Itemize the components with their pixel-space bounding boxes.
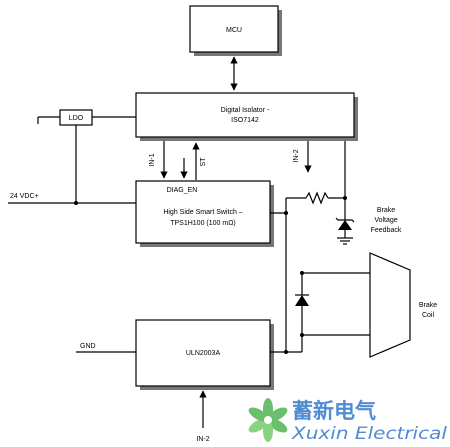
st-label: ST — [200, 157, 207, 167]
coil-label-line1: Brake — [419, 302, 437, 309]
vdc-label: 24 VDC+ — [10, 193, 39, 200]
in2-label-top: IN-2 — [293, 149, 300, 162]
feedback-label-line3: Feedback — [371, 227, 402, 234]
feedback-resistor — [305, 191, 329, 205]
flyback-diode — [295, 273, 309, 335]
uln-label: ULN2003A — [186, 350, 221, 357]
in2-label-bottom: IN-2 — [196, 436, 209, 443]
xuxin-logo: 蓄新电气 Xuxin Electrical — [248, 398, 447, 444]
high-side-switch-block: DIAG_EN High Side Smart Switch – TPS1H10… — [135, 180, 274, 247]
vdc-node — [74, 201, 78, 205]
coil-label-line2: Coil — [422, 312, 435, 319]
mcu-block: MCU — [189, 5, 282, 56]
brake-coil — [369, 252, 411, 358]
ground-symbol — [337, 237, 353, 245]
digital-isolator-block: Digital Isolator - ISO7142 — [135, 92, 358, 141]
switch-diag-label: DIAG_EN — [167, 187, 198, 194]
leaf-icon — [248, 398, 288, 442]
feedback-label-line1: Brake — [377, 207, 395, 214]
ldo-label: LDO — [69, 115, 84, 122]
feedback-label-line2: Voltage — [374, 217, 397, 224]
logo-chinese-text: 蓄新电气 — [292, 399, 376, 423]
output-node — [284, 211, 288, 215]
isolator-label-line1: Digital Isolator - — [221, 107, 270, 114]
mcu-label: MCU — [226, 27, 242, 34]
isolator-label-line2: ISO7142 — [231, 117, 259, 124]
ldo-block: LDO — [59, 109, 93, 126]
uln-output-node — [284, 350, 288, 354]
in1-label: IN-1 — [149, 153, 156, 166]
gnd-label: GND — [80, 343, 96, 350]
logo-english-text: Xuxin Electrical — [291, 424, 447, 444]
zener-diode — [335, 198, 355, 238]
switch-label-line2: TPS1H100 (100 mΩ) — [170, 220, 236, 227]
uln2003a-block: ULN2003A — [135, 319, 274, 390]
switch-label-line1: High Side Smart Switch – — [163, 209, 242, 216]
